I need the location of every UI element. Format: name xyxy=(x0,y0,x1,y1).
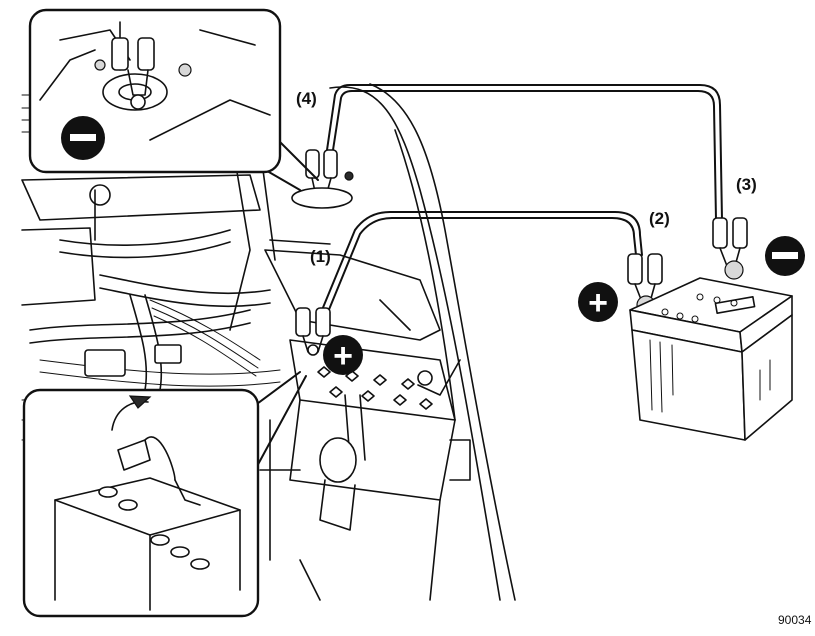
battery-vent-caps xyxy=(317,366,433,410)
jumper-cables xyxy=(321,84,723,313)
positive-symbol-text: + xyxy=(588,284,608,322)
label-step-4: (4) xyxy=(296,89,317,108)
figure-code: 90034 xyxy=(778,613,812,627)
negative-symbol-booster xyxy=(765,236,805,276)
clamp-3 xyxy=(712,217,748,280)
clamp-4 xyxy=(291,149,354,209)
positive-symbol-booster: + xyxy=(578,282,618,322)
inset-negative-ground xyxy=(28,8,319,191)
positive-symbol-text: + xyxy=(333,337,353,375)
label-step-3: (3) xyxy=(736,175,757,194)
label-step-1: (1) xyxy=(310,247,331,266)
positive-symbol-car: + xyxy=(323,335,363,375)
label-step-2: (2) xyxy=(649,209,670,228)
clamp-1 xyxy=(295,307,331,356)
lift-arrow-icon xyxy=(128,395,152,409)
booster-battery xyxy=(629,277,793,441)
inset-terminal-cover xyxy=(22,371,307,618)
